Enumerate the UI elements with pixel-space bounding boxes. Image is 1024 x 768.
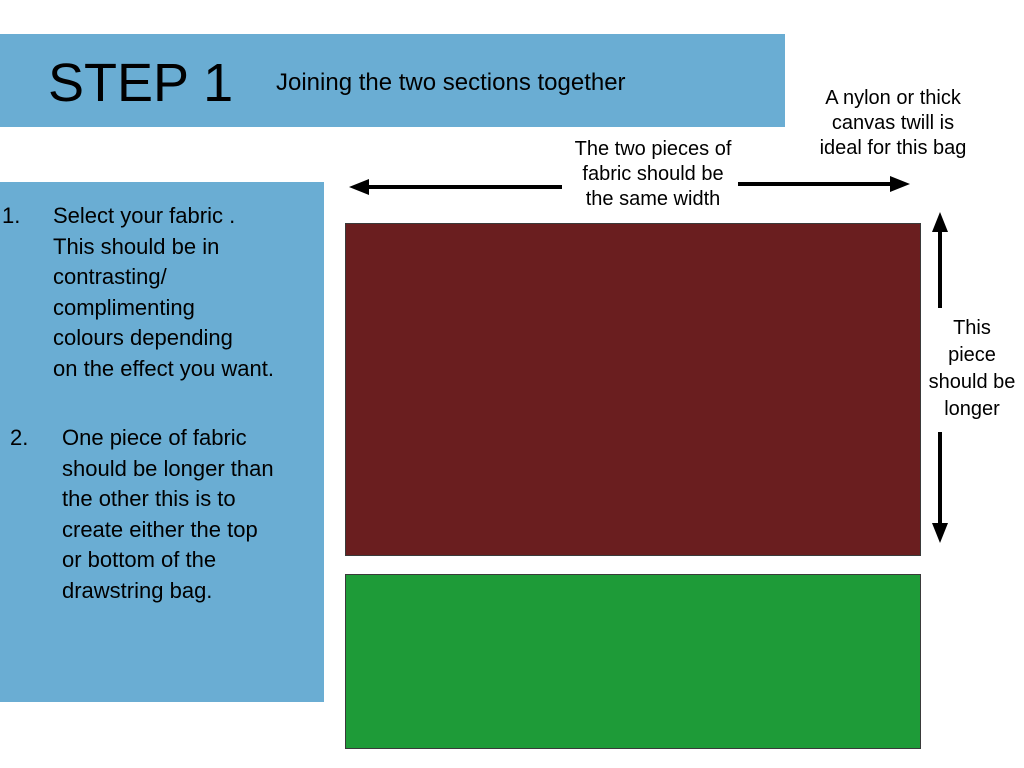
step-2-line: or bottom of the (62, 547, 217, 572)
header-bar (0, 34, 785, 127)
step-1-number: 1. (2, 203, 21, 228)
longer-note-line: This (953, 317, 991, 339)
width-arrow-left (349, 179, 562, 195)
longer-note-line: should be (928, 371, 1016, 393)
step-1-line: This should be in (53, 233, 220, 259)
fabric-type-note-line: canvas twill is (831, 112, 955, 134)
same-width-note: The two pieces of fabric should be the s… (558, 137, 748, 212)
instructions-panel (0, 182, 324, 702)
same-width-note-line: The two pieces of (574, 138, 732, 160)
step-1-line: complimenting (53, 294, 195, 320)
longer-note-line: piece (948, 344, 996, 366)
step-1-text: Select your fabric . This should be in c… (53, 201, 274, 384)
width-arrow-right (738, 176, 910, 192)
short-fabric-piece (345, 574, 921, 749)
step-2-number: 2. (10, 425, 29, 450)
step-1-line: contrasting/ (53, 264, 167, 289)
longer-note: This piece should be longer (918, 315, 1024, 423)
step-2-line: the other this is to (62, 486, 236, 511)
step-1-line: Select your fabric . (53, 203, 236, 228)
step-1-line: on the effect you want. (53, 355, 274, 381)
step-title: STEP 1 (48, 53, 234, 113)
length-arrow-up (932, 212, 948, 308)
same-width-note-line: fabric should be (582, 163, 724, 185)
step-subtitle: Joining the two sections together (276, 69, 626, 96)
step-1-line: colours depending (53, 325, 233, 350)
fabric-type-note-line: ideal for this bag (819, 137, 967, 159)
fabric-type-note-line: A nylon or thick (825, 87, 961, 109)
step-2-line: One piece of fabric (62, 425, 247, 450)
step-2-line: create either the top (62, 516, 258, 542)
step-2-line: drawstring bag. (62, 577, 213, 603)
long-fabric-piece (345, 223, 921, 556)
fabric-type-note: A nylon or thick canvas twill is ideal f… (800, 86, 986, 161)
longer-note-line: longer (944, 398, 1000, 420)
step-2-line: should be longer than (62, 455, 274, 481)
step-2-text: One piece of fabric should be longer tha… (62, 423, 274, 606)
same-width-note-line: the same width (585, 188, 721, 210)
length-arrow-down (932, 432, 948, 543)
